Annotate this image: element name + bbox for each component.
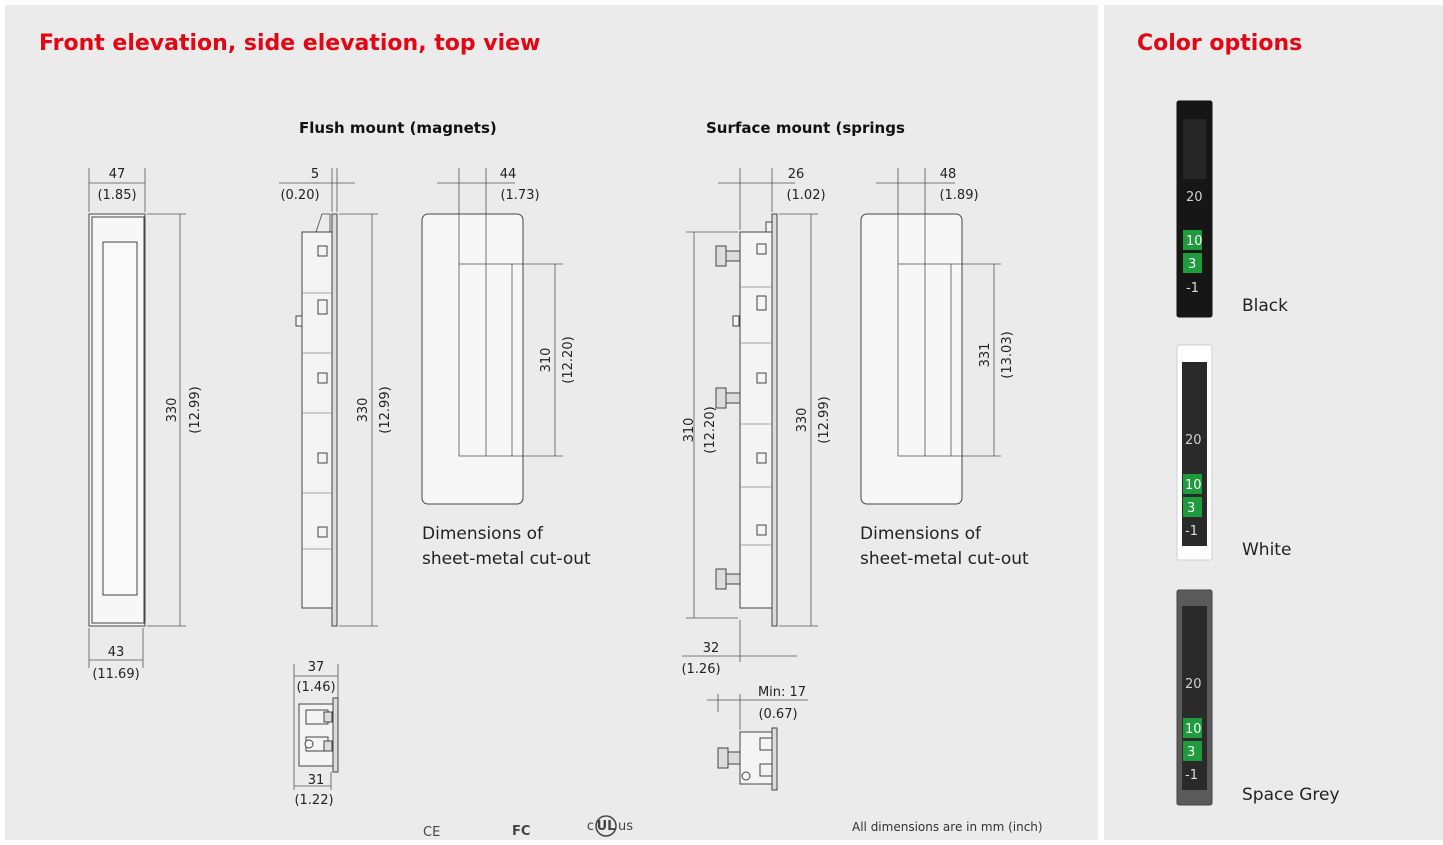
svg-text:10: 10 <box>1186 234 1203 249</box>
surface-cutout-width-mm: 48 <box>940 167 957 182</box>
flush-top-w1-mm: 37 <box>308 660 325 675</box>
ul-mark-right: us <box>618 819 633 834</box>
color-options-title: Color options <box>1137 31 1303 56</box>
front-width-in: (1.85) <box>97 188 136 203</box>
surface-thickness-mm: 26 <box>788 167 805 182</box>
flush-side-elevation: 5 (0.20) 330 (12.99) <box>279 167 393 627</box>
certification-marks: CE FC c UL us <box>423 815 633 840</box>
surface-side-body <box>739 231 773 609</box>
surface-cutout-height-in: (13.03) <box>1000 331 1015 378</box>
surface-cutout-width-in: (1.89) <box>939 188 978 203</box>
color-label-black: Black <box>1242 296 1288 316</box>
flush-top-w1-in: (1.46) <box>296 680 335 695</box>
flush-cutout-width-mm: 44 <box>500 167 517 182</box>
front-bottom-in: (11.69) <box>92 667 139 682</box>
front-height-mm: 330 <box>165 398 180 423</box>
flush-side-body <box>301 231 333 609</box>
surface-height1-mm: 310 <box>682 418 697 443</box>
surface-depth-mm: 32 <box>703 641 720 656</box>
color-swatches: 20 10 3 -1 20 10 3 -1 20 10 3 -1 <box>1176 100 1213 806</box>
svg-text:3: 3 <box>1188 257 1196 272</box>
surface-cutout-plate <box>860 213 963 505</box>
surface-cutout-drawing: 48 (1.89) 331 (13.03) <box>860 167 1015 505</box>
svg-text:20: 20 <box>1185 677 1202 692</box>
svg-text:-1: -1 <box>1186 281 1199 296</box>
svg-text:20: 20 <box>1185 433 1202 448</box>
flush-height-mm: 330 <box>356 398 371 423</box>
spring-screw-1 <box>715 245 727 267</box>
surface-thickness-in: (1.02) <box>786 188 825 203</box>
surface-top-view: Min: 17 (0.67) <box>707 685 808 791</box>
svg-text:10: 10 <box>1185 478 1202 493</box>
front-width-mm: 47 <box>109 167 126 182</box>
front-height-in: (12.99) <box>188 386 203 433</box>
flush-cutout-width-in: (1.73) <box>500 188 539 203</box>
flush-height-in: (12.99) <box>378 386 393 433</box>
fcc-mark-icon: FC <box>512 824 530 839</box>
surface-height1-in: (12.20) <box>703 406 718 453</box>
page-title: Front elevation, side elevation, top vie… <box>39 31 541 56</box>
spring-screw-3 <box>715 568 727 590</box>
swatch-white: 20 10 3 -1 <box>1176 344 1213 561</box>
flush-cutout-height-mm: 310 <box>539 348 554 373</box>
color-options-panel <box>1104 5 1443 840</box>
flush-mount-title: Flush mount (magnets) <box>299 119 497 137</box>
svg-text:-1: -1 <box>1185 524 1198 539</box>
ce-mark-icon: CE <box>423 825 440 840</box>
surface-side-elevation: 26 (1.02) 310 (12.20) 330 (12.99) 32 (1.… <box>681 167 832 677</box>
surface-top-min-mm: Min: 17 <box>758 685 806 700</box>
flush-cutout-note: Dimensions of sheet-metal cut-out <box>422 524 591 569</box>
color-label-space-grey: Space Grey <box>1242 785 1340 805</box>
flush-top-view: 37 (1.46) 31 (1.22) <box>293 660 339 808</box>
surface-mount-title: Surface mount (springs <box>706 119 905 137</box>
surface-cutout-height-mm: 331 <box>978 343 993 368</box>
svg-text:20: 20 <box>1186 190 1203 205</box>
surface-side-frontplate <box>771 213 778 627</box>
front-elevation: 47 (1.85) 330 (12.99) 43 (11.69) <box>88 167 203 682</box>
swatch-space-grey: 20 10 3 -1 <box>1176 589 1213 806</box>
svg-text:3: 3 <box>1187 745 1195 760</box>
svg-text:10: 10 <box>1185 722 1202 737</box>
surface-height2-in: (12.99) <box>817 396 832 443</box>
surface-cutout-note: Dimensions of sheet-metal cut-out <box>860 524 1029 569</box>
surface-height2-mm: 330 <box>795 408 810 433</box>
units-footnote: All dimensions are in mm (inch) <box>852 820 1043 834</box>
front-display-window <box>102 241 138 596</box>
ul-mark-icon <box>595 815 617 837</box>
surface-top-min-in: (0.67) <box>758 707 797 722</box>
front-bottom-mm: 43 <box>108 645 125 660</box>
flush-thickness-in: (0.20) <box>280 188 319 203</box>
svg-text:-1: -1 <box>1185 768 1198 783</box>
flush-side-frontplate <box>331 213 338 627</box>
surface-depth-in: (1.26) <box>681 662 720 677</box>
svg-text:3: 3 <box>1187 501 1195 516</box>
ul-mark-center: UL <box>597 819 616 834</box>
swatch-black: 20 10 3 -1 <box>1176 100 1213 318</box>
flush-top-w2-in: (1.22) <box>294 793 333 808</box>
flush-cutout-drawing: 44 (1.73) 310 (12.20) <box>421 167 576 505</box>
spring-screw-2 <box>715 387 727 409</box>
flush-cutout-plate <box>421 213 524 505</box>
flush-thickness-mm: 5 <box>311 167 319 182</box>
color-label-white: White <box>1242 540 1292 560</box>
flush-cutout-height-in: (12.20) <box>561 336 576 383</box>
ul-mark-left: c <box>587 819 594 834</box>
flush-top-w2-mm: 31 <box>308 773 325 788</box>
